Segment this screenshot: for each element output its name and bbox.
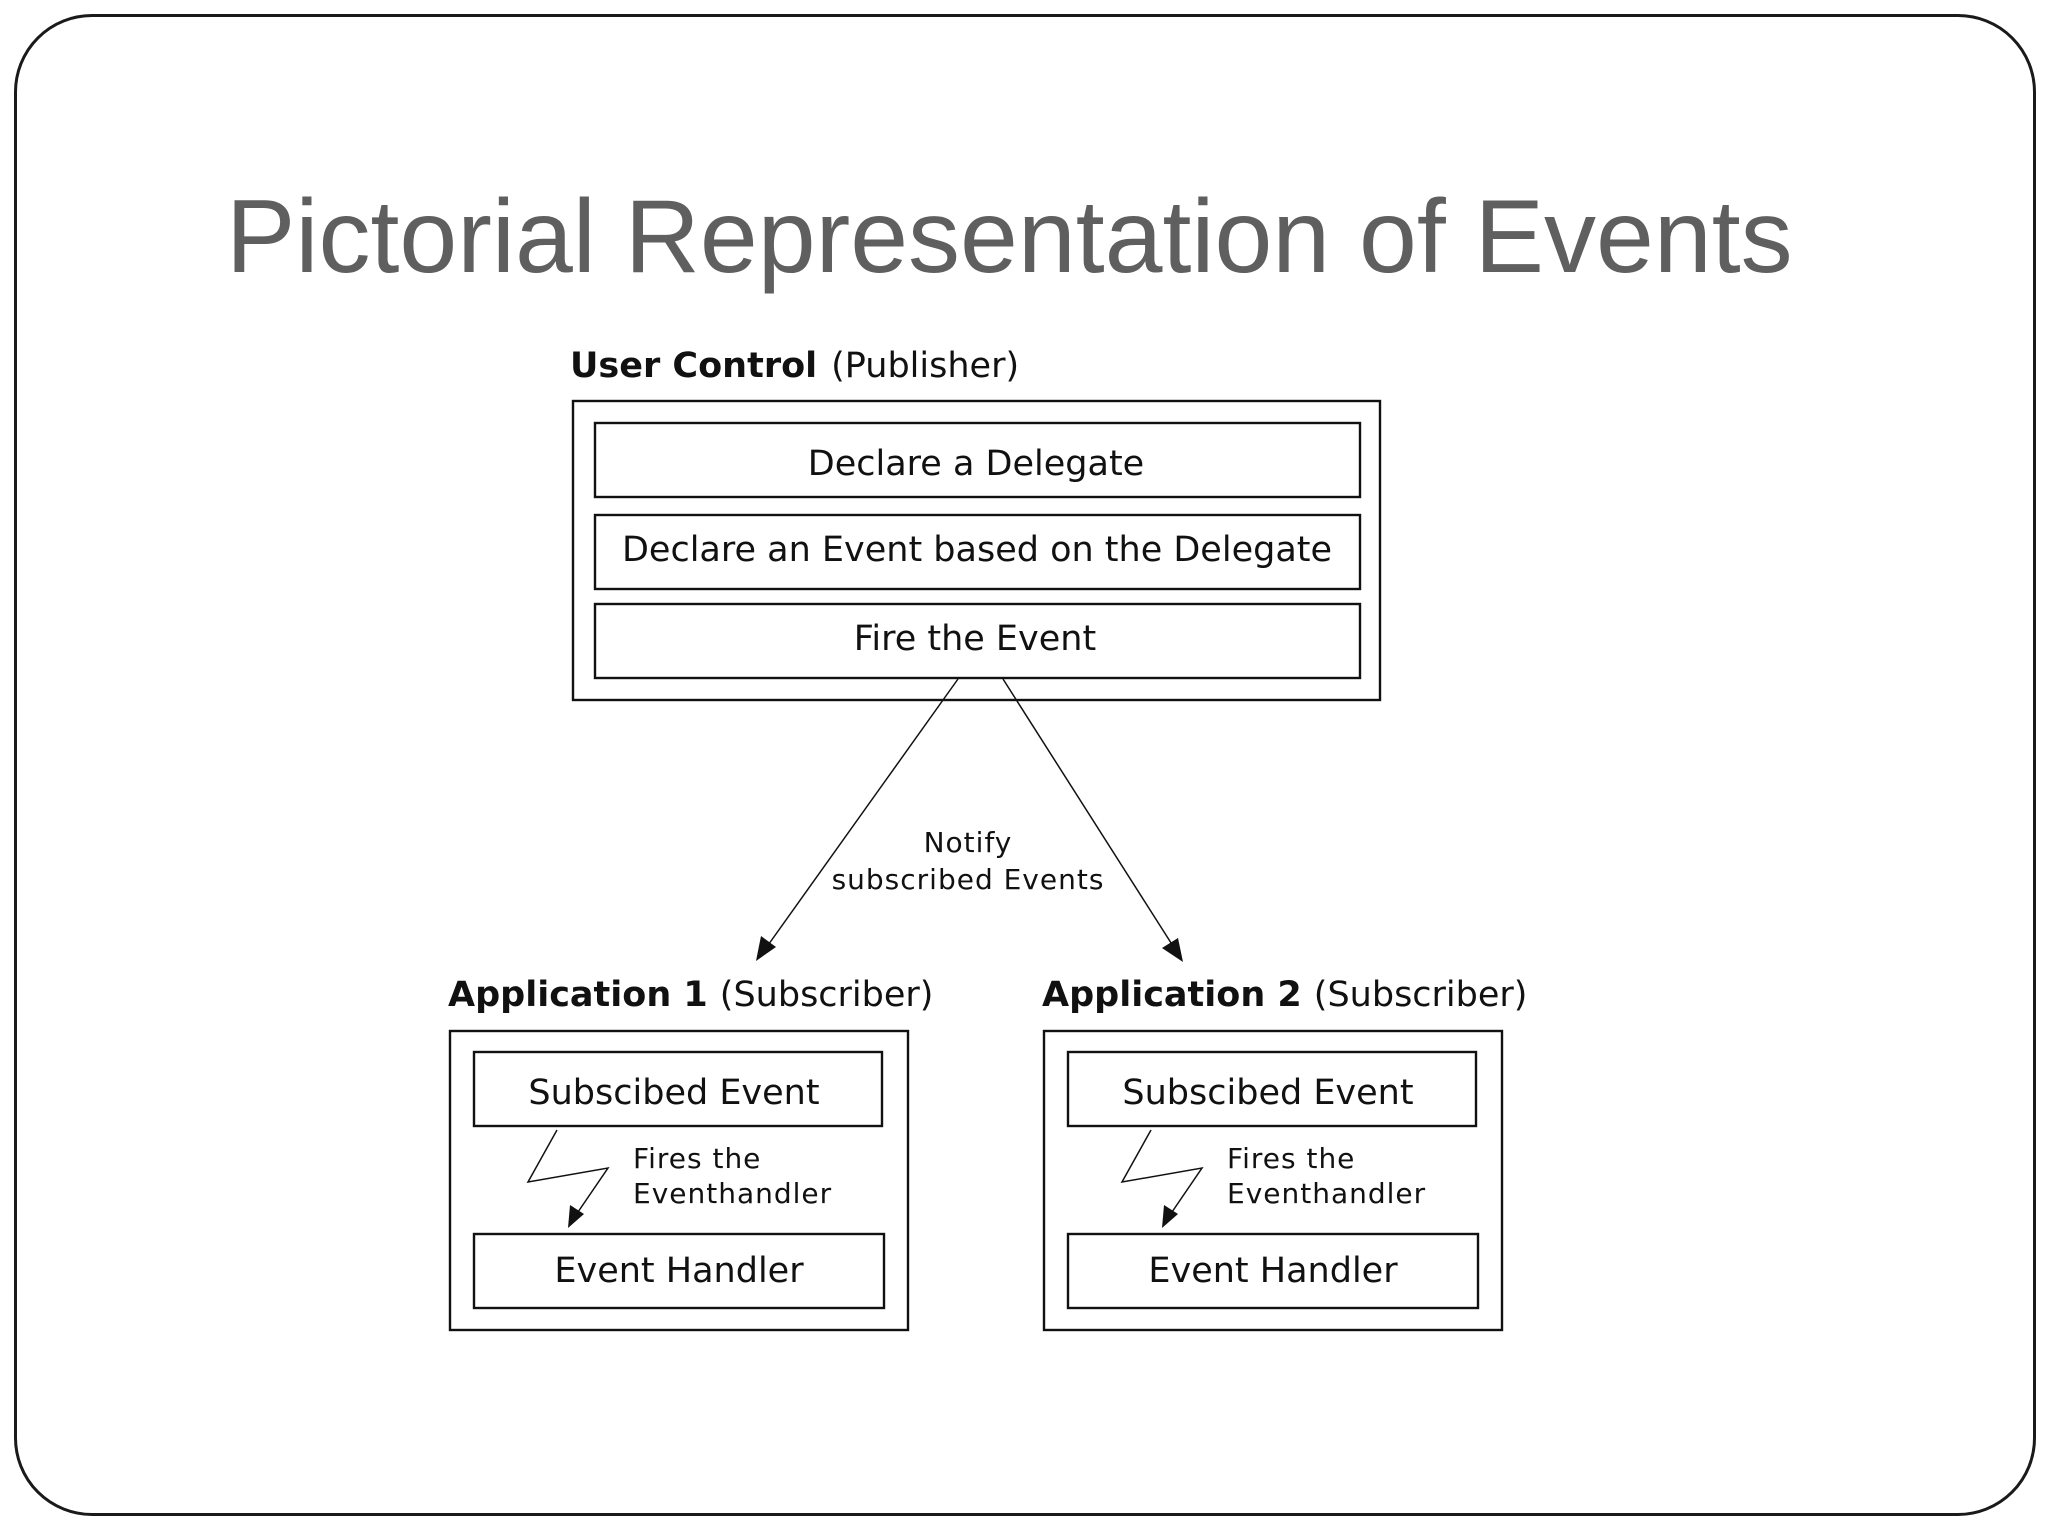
notify-label-line2: subscribed Events [832,863,1105,896]
notify-arrow-right [1002,678,1174,947]
subscriber-app1-label: Application 1 (Subscriber) [448,975,933,1015]
subscriber-app1-event-box [472,1050,884,1128]
notify-arrowhead-right [1162,938,1183,962]
fires-arrowhead-icon [1162,1205,1178,1228]
publisher-group: User Control (Publisher) Declare a Delega… [570,346,1382,702]
subscriber-app1-name: Application 1 [448,975,708,1015]
fires-bolt-icon [1120,1129,1204,1213]
subscriber-app2-label: Application 2 (Subscriber) [1042,975,1527,1015]
step-fire-event-text: Fire the Event [854,619,1096,659]
subscriber-app2-role: (Subscriber) [1314,975,1528,1015]
subscriber-app2-fires-line1: Fires the [1227,1142,1355,1175]
slide-frame [14,14,2036,1516]
subscriber-app1-group: Application 1 (Subscriber) Subscibed Even… [448,975,933,1332]
step-fire-event-box [593,602,1362,680]
publisher-label-role: (Publisher) [831,346,1019,386]
subscriber-app1-role: (Subscriber) [720,975,934,1015]
notify-arrowhead-left [756,936,776,961]
subscriber-app2-group: Application 2 (Subscriber) Subscibed Even… [1042,975,1527,1332]
fires-bolt-icon [526,1129,610,1213]
subscriber-app1-box [448,1029,910,1332]
subscriber-app2-handler-text: Event Handler [1148,1251,1398,1291]
step-declare-delegate-box [593,421,1362,499]
subscriber-app2-event-box [1066,1050,1478,1128]
subscriber-app2-fires-line2: Eventhandler [1227,1177,1426,1210]
publisher-label: User Control (Publisher) [570,346,1019,386]
subscriber-app2-event-text: Subscibed Event [1122,1073,1413,1113]
subscriber-app2-box [1042,1029,1504,1332]
publisher-box [571,399,1382,702]
subscriber-app1-fires-line2: Eventhandler [633,1177,832,1210]
subscriber-app2-handler-box [1066,1232,1480,1310]
notify-label-line1: Notify [924,826,1013,859]
publisher-label-name: User Control [570,346,817,386]
slide-title: Pictorial Representation of Events [226,179,1793,295]
subscriber-app1-event-text: Subscibed Event [528,1073,819,1113]
notify-arrow-left [765,678,959,949]
step-declare-event-box [593,513,1362,591]
subscriber-app1-handler-box [472,1232,886,1310]
fires-arrowhead-icon [568,1205,584,1228]
step-declare-delegate-text: Declare a Delegate [808,444,1144,484]
notify-arrows: Notify subscribed Events [756,678,1183,962]
step-declare-event-text: Declare an Event based on the Delegate [622,530,1332,570]
subscriber-app2-name: Application 2 [1042,975,1302,1015]
subscriber-app1-handler-text: Event Handler [554,1251,804,1291]
subscriber-app1-fires-line1: Fires the [633,1142,761,1175]
